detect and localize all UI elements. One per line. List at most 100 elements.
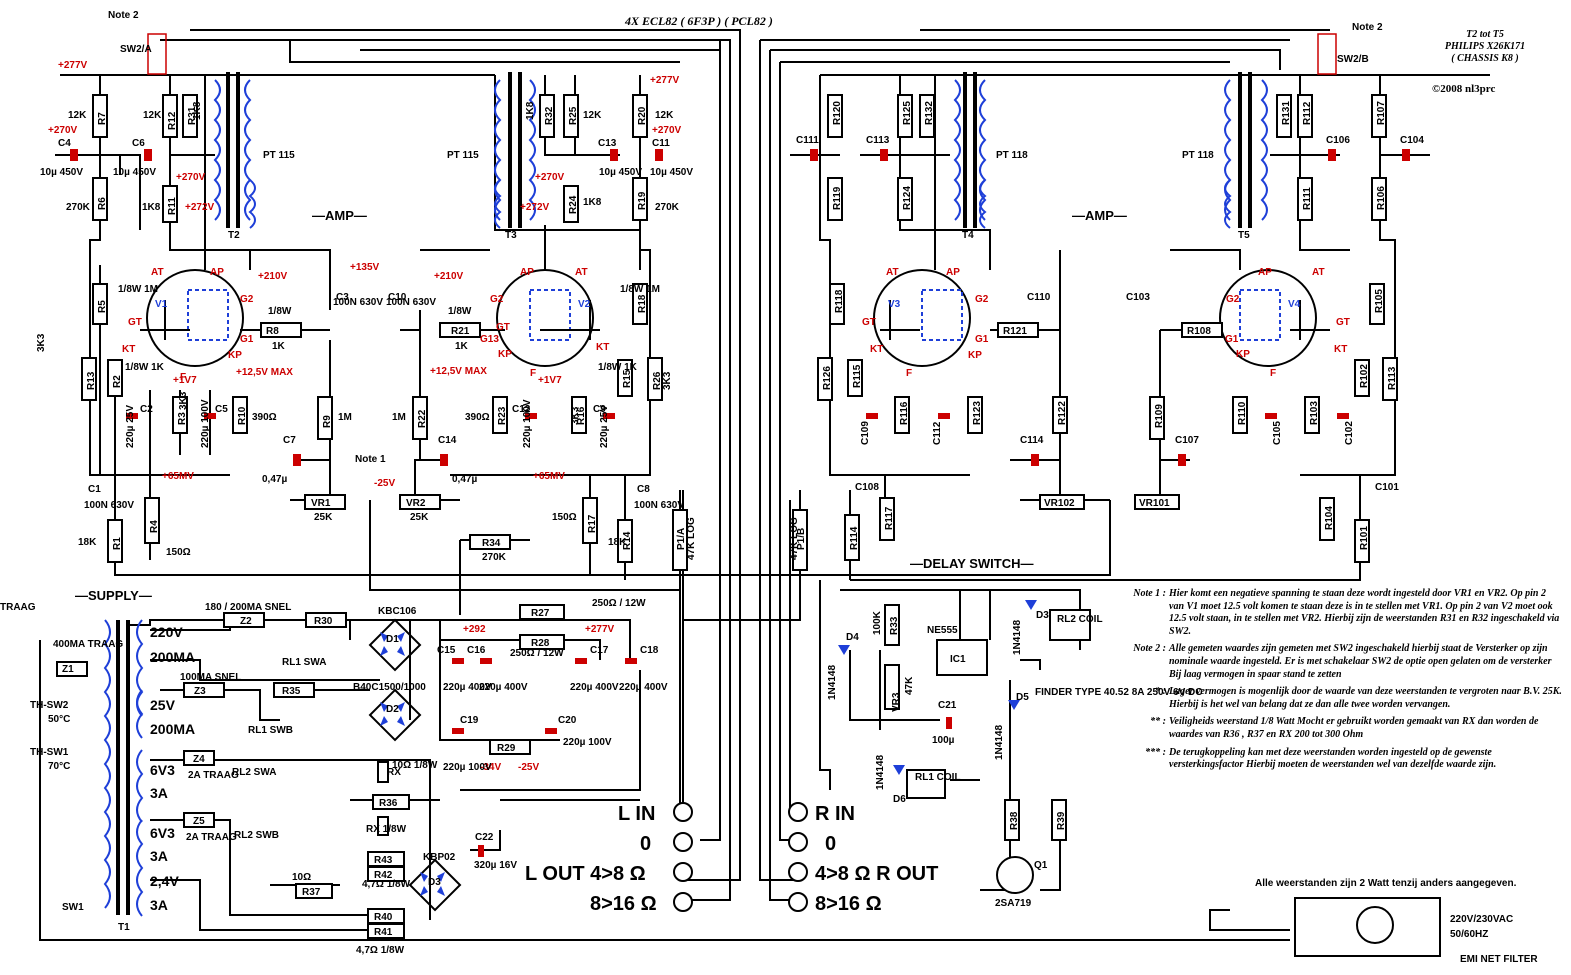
value-label: 10Ω 1/8W [392, 760, 438, 771]
capacitor-c7-label: C7 [283, 435, 296, 446]
note-3star: *** :De terugkoppeling kan met deze weer… [1118, 747, 1563, 772]
pin-at-label: AT [1312, 267, 1325, 278]
capacitor-c22-label: C22 [475, 832, 494, 843]
supply-label: 180 / 200MA SNEL [205, 602, 291, 613]
delay-label: 1N4148 [1012, 620, 1023, 655]
value-label: 320µ 16V [474, 860, 517, 871]
transformer-brand: T2 tot T5 PHILIPS X26K171 ( CHASSIS K8 ) [1410, 29, 1560, 65]
voltage-label: +1V7 [173, 375, 197, 386]
value-label: 3K3 [662, 371, 673, 390]
supply-label: 2A TRAAG [186, 832, 237, 843]
value-label: 100µ [932, 735, 955, 746]
resistor-r110-label: R110 [1237, 401, 1248, 425]
value-label: 220µ 100V [563, 737, 612, 748]
pot-label: VR102 [1044, 498, 1075, 509]
value-label: 3K3 [36, 333, 47, 352]
resistor-r117-label: R117 [884, 506, 895, 530]
resistor-r5-label: R5 [97, 300, 108, 313]
note-key: * : [1155, 686, 1166, 698]
value-label: 47K [904, 676, 915, 695]
amp-left-label: —AMP— [312, 208, 367, 223]
resistor-r27-label: R27 [531, 608, 550, 619]
resistor-r111-label: R111 [1302, 187, 1313, 210]
supply-label: 100MA SNEL [180, 672, 241, 683]
value-label: 1/8W 1M [118, 284, 158, 295]
r-zero-label: 0 [825, 833, 836, 855]
value-label: 47K LOG [686, 517, 697, 560]
t4-label: T4 [962, 230, 974, 241]
resistor-r28-label: R28 [531, 638, 550, 649]
note-text: Lager vermogen is mogenlijk door de waar… [1169, 686, 1562, 710]
capacitor-c101-label: C101 [1375, 482, 1399, 493]
capacitor-c104-label: C104 [1400, 135, 1424, 146]
capacitor-c2-label: C2 [140, 404, 153, 415]
note1-marker: Note 1 [355, 454, 386, 465]
value-label: 100N 630V [333, 297, 383, 308]
value-label: 1K [455, 341, 469, 352]
supply-label: 200MA [150, 649, 195, 665]
capacitor-c107-label: C107 [1175, 435, 1199, 446]
t2-label: T2 [228, 230, 240, 241]
value-label: 270K [482, 552, 507, 563]
voltage-label: +277V [650, 75, 680, 86]
voltage-label: +272V [520, 202, 550, 213]
emi-filter [1294, 897, 1441, 957]
value-label: 0,47µ [262, 474, 287, 485]
delay-label: 1N4148 [994, 725, 1005, 760]
value-label: 12K [583, 110, 602, 121]
supply-label: 70°C [48, 761, 70, 772]
value-label: 220µ 400V [479, 682, 528, 693]
pin-f-label: F [530, 368, 536, 379]
resistor-r29-label: R29 [497, 743, 516, 754]
supply-label: 25V [150, 697, 176, 713]
voltage-label: +292 [463, 624, 486, 635]
resistor-r14-label: R14 [622, 531, 633, 550]
mains-input-label: 220V/230VAC [1450, 914, 1513, 925]
voltage-label: +210V [434, 271, 464, 282]
t3-label: T3 [505, 230, 517, 241]
io-jacks [673, 802, 1034, 912]
value-label: 1/8W 1M [620, 284, 660, 295]
pin-gt-label: GT [1336, 317, 1350, 328]
capacitor-c14-label: C14 [438, 435, 457, 446]
tube-type-title: 4X ECL82 ( 6F3P ) ( PCL82 ) [625, 14, 773, 28]
capacitor-c16-label: C16 [467, 645, 486, 656]
resistor-r26-label: R26 [652, 371, 663, 390]
value-label: 1K8 [142, 202, 161, 213]
value-label: 18K [608, 537, 627, 548]
pin-kt-label: KT [596, 342, 609, 353]
resistor-r25-label: R25 [568, 106, 579, 125]
value-label: 100K [872, 610, 883, 635]
pin-g1-label: G1 [975, 334, 989, 345]
resistor-r107-label: R107 [1376, 101, 1387, 125]
value-label: 18K [78, 537, 97, 548]
resistor-r118-label: R118 [834, 289, 845, 313]
delay-label: D4 [846, 632, 859, 643]
pot-label: P1/A [676, 528, 687, 550]
resistor-r6-label: R6 [97, 197, 108, 210]
pin-gt-label: GT [128, 317, 142, 328]
voltage-label: +270V [535, 172, 565, 183]
value-label: 270K [66, 202, 91, 213]
resistor-r113-label: R113 [1387, 366, 1398, 390]
capacitor-c105-label: C105 [1272, 421, 1283, 445]
value-label: 220µ 25V [125, 405, 136, 448]
resistor-r8-label: R8 [266, 326, 279, 337]
mains-freq-label: 50/60HZ [1450, 929, 1488, 940]
resistor-r4-label: R4 [149, 520, 160, 533]
value-label: 10µ 450V [599, 167, 642, 178]
notes-panel: Note 1 :Hier komt een negatieve spanning… [1118, 588, 1563, 772]
r-816-label: 8>16 Ω [815, 893, 882, 915]
pt118-right-label: PT 118 [1182, 150, 1214, 161]
value-label: 47K LOG [789, 517, 800, 560]
all-resistors-note: Alle weerstanden zijn 2 Watt tenzij ande… [1255, 878, 1517, 889]
value-label: 220µ 100V [443, 762, 492, 773]
l-zero-label: 0 [640, 833, 651, 855]
supply-label: 2,4V [150, 873, 179, 889]
delay-label: NE555 [927, 625, 958, 636]
tubes [140, 269, 1330, 367]
pt115-right-label: PT 115 [447, 150, 479, 161]
capacitor-c113-label: C113 [866, 135, 890, 146]
voltage-label: +210V [258, 271, 288, 282]
